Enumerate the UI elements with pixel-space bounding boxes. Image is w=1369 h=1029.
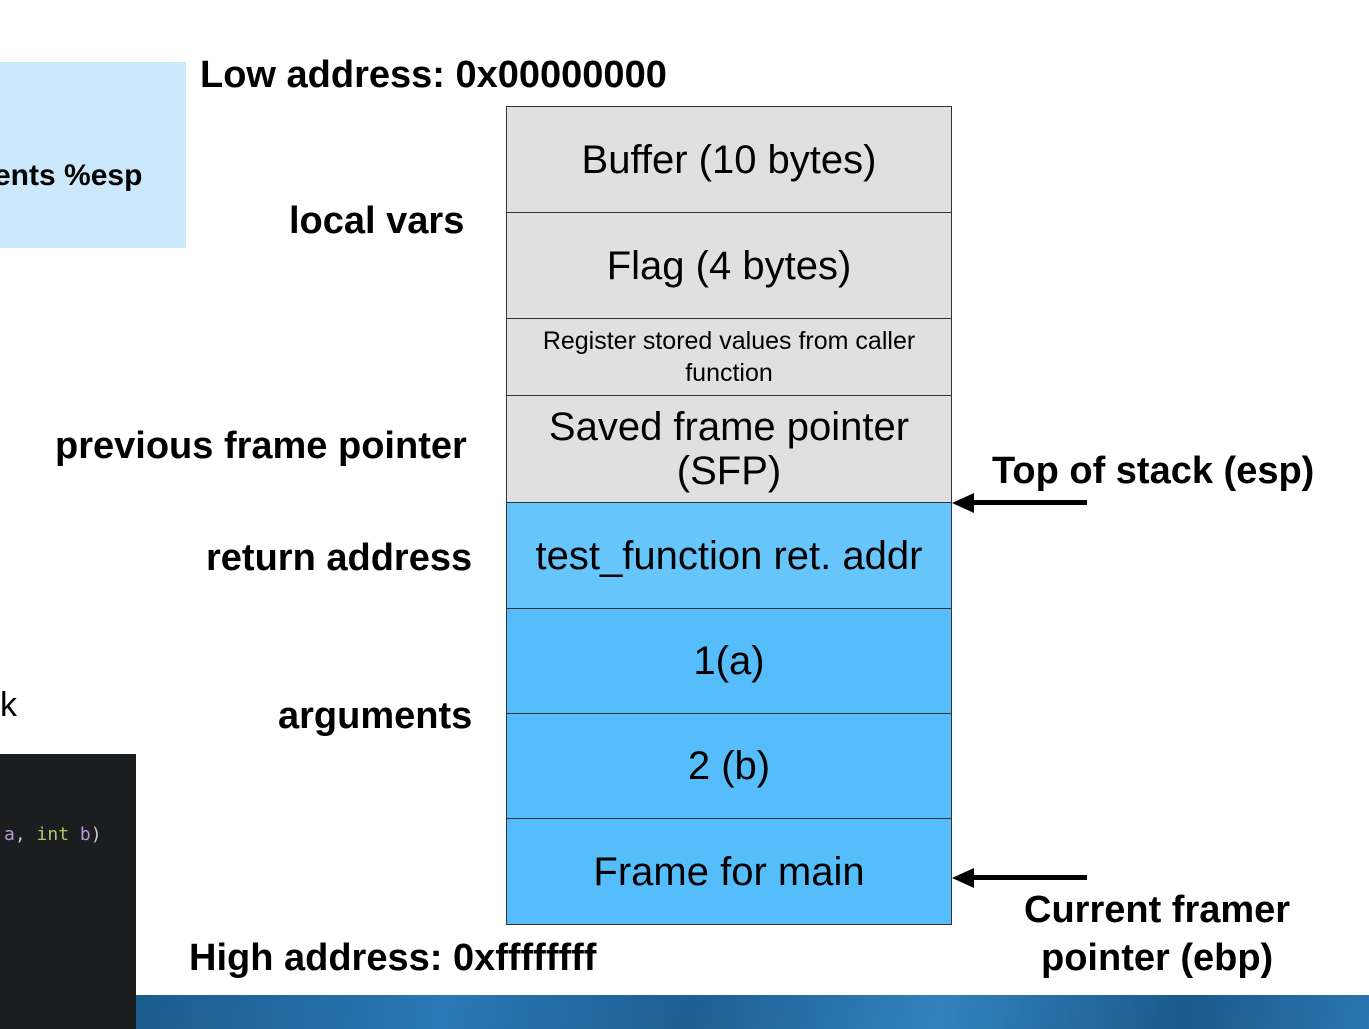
ebp-arrow-line <box>970 875 1087 880</box>
arg-a-label: 1(a) <box>693 639 765 683</box>
esp-arrow-head-icon <box>952 493 974 513</box>
ebp-arrow-head-icon <box>952 868 974 888</box>
sfp-label-line1: Saved frame pointer <box>548 405 910 449</box>
code-var-a: a <box>4 824 15 845</box>
callout-text: ents %esp <box>0 159 143 192</box>
ebp-label-line1: Current framer <box>1024 889 1291 931</box>
stack-cell-flag: Flag (4 bytes) <box>506 212 952 319</box>
sfp-label-line2: (SFP) <box>676 449 782 493</box>
code-line: a, int b) <box>4 824 102 845</box>
main-frame-label: Frame for main <box>593 849 865 894</box>
ebp-label-line2: pointer (ebp) <box>1041 937 1274 979</box>
previous-frame-pointer-label: previous frame pointer <box>55 425 467 467</box>
code-panel: a, int b) <box>0 754 136 1029</box>
stack-cell-registers: Register stored values from caller funct… <box>506 318 952 396</box>
left-stray-text: k <box>0 686 17 724</box>
return-address-label: return address <box>206 537 473 579</box>
low-address-label: Low address: 0x00000000 <box>200 54 667 96</box>
buffer-label: Buffer (10 bytes) <box>581 137 877 182</box>
code-var-b: b <box>79 824 91 845</box>
local-vars-label: local vars <box>289 200 465 242</box>
stack-cell-main-frame: Frame for main <box>506 818 952 925</box>
arguments-label: arguments <box>278 695 473 737</box>
flag-label: Flag (4 bytes) <box>606 243 852 288</box>
esp-label: Top of stack (esp) <box>992 450 1315 492</box>
arg-b-label: 2 (b) <box>687 744 771 788</box>
ret-addr-label: test_function ret. addr <box>535 533 923 578</box>
stack-cell-arg-a: 1(a) <box>506 608 952 714</box>
code-close-paren: ) <box>90 824 102 845</box>
high-address-label: High address: 0xffffffff <box>189 937 597 979</box>
stack-cell-arg-b: 2 (b) <box>506 713 952 819</box>
registers-label: Register stored values from caller funct… <box>542 327 916 387</box>
stack-cell-buffer: Buffer (10 bytes) <box>506 106 952 213</box>
stack-cell-return-address: test_function ret. addr <box>506 502 952 609</box>
code-sep: , <box>14 824 37 845</box>
esp-arrow-line <box>970 500 1087 505</box>
stack-cell-sfp: Saved frame pointer (SFP) <box>506 395 952 503</box>
bottom-banner <box>136 995 1369 1029</box>
left-callout-box: ents %esp <box>0 62 186 248</box>
code-keyword-int: int <box>36 824 70 845</box>
